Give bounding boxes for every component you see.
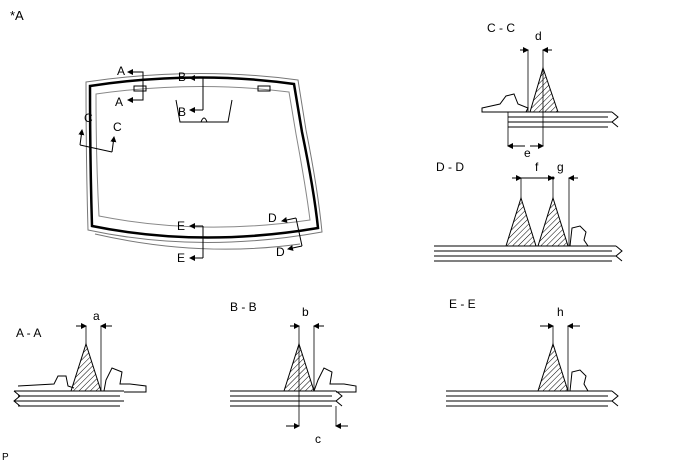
- section-marker-b: B B: [178, 70, 204, 119]
- dim-f: f: [535, 160, 539, 174]
- marker-b-bottom: B: [178, 105, 186, 119]
- dim-g: g: [557, 160, 564, 174]
- section-ee-title: E - E: [449, 297, 476, 311]
- marker-e-top: E: [177, 219, 185, 233]
- windshield-frame: [88, 76, 320, 239]
- footer-code: P: [2, 452, 9, 463]
- section-marker-e: E E: [177, 219, 204, 265]
- top-clip-right: [257, 85, 271, 92]
- marker-d-bottom: D: [276, 245, 285, 259]
- dim-d: d: [535, 29, 542, 43]
- marker-b-top: B: [178, 70, 186, 84]
- mirror-bracket-notch: [200, 117, 208, 123]
- section-bb-title: B - B: [230, 300, 257, 314]
- windshield-outer-outline: [85, 72, 323, 243]
- adhesive-bead-ee: [537, 342, 569, 392]
- adhesive-bead-dd-left: [505, 196, 537, 247]
- section-bb: B - B b c: [230, 300, 357, 446]
- section-aa-title: A - A: [16, 326, 41, 340]
- adhesive-bead-cc: [529, 66, 559, 113]
- figure-label: *A: [10, 8, 24, 23]
- windshield-overview: A A B B C C D D: [78, 64, 323, 265]
- section-dd-title: D - D: [436, 160, 464, 174]
- adhesive-bead-aa: [70, 342, 102, 392]
- marker-a-bottom: A: [115, 95, 123, 109]
- section-aa: A - A a: [13, 309, 147, 407]
- dim-e: e: [524, 146, 531, 160]
- mirror-bracket: [175, 99, 233, 123]
- bottom-cowl: [94, 233, 301, 250]
- windshield-inner-edge: [95, 85, 311, 228]
- section-dd: D - D f g: [434, 160, 623, 262]
- section-marker-d: D D: [268, 211, 303, 259]
- dim-h: h: [557, 305, 564, 319]
- dim-b: b: [302, 305, 309, 319]
- dim-c: c: [315, 432, 321, 446]
- marker-c-left: C: [84, 111, 93, 125]
- section-ee: E - E h: [446, 297, 619, 407]
- top-clip-left: [133, 85, 147, 92]
- marker-e-bottom: E: [177, 251, 185, 265]
- dim-a: a: [93, 309, 100, 323]
- marker-d-top: D: [268, 211, 277, 225]
- marker-a-top: A: [117, 64, 125, 78]
- section-cc: C - C d e: [481, 21, 619, 160]
- marker-c-right: C: [113, 120, 122, 134]
- section-marker-a: A A: [115, 64, 144, 109]
- section-marker-c: C C: [78, 111, 122, 153]
- adhesive-bead-dd-right: [537, 196, 569, 247]
- section-cc-title: C - C: [487, 21, 515, 35]
